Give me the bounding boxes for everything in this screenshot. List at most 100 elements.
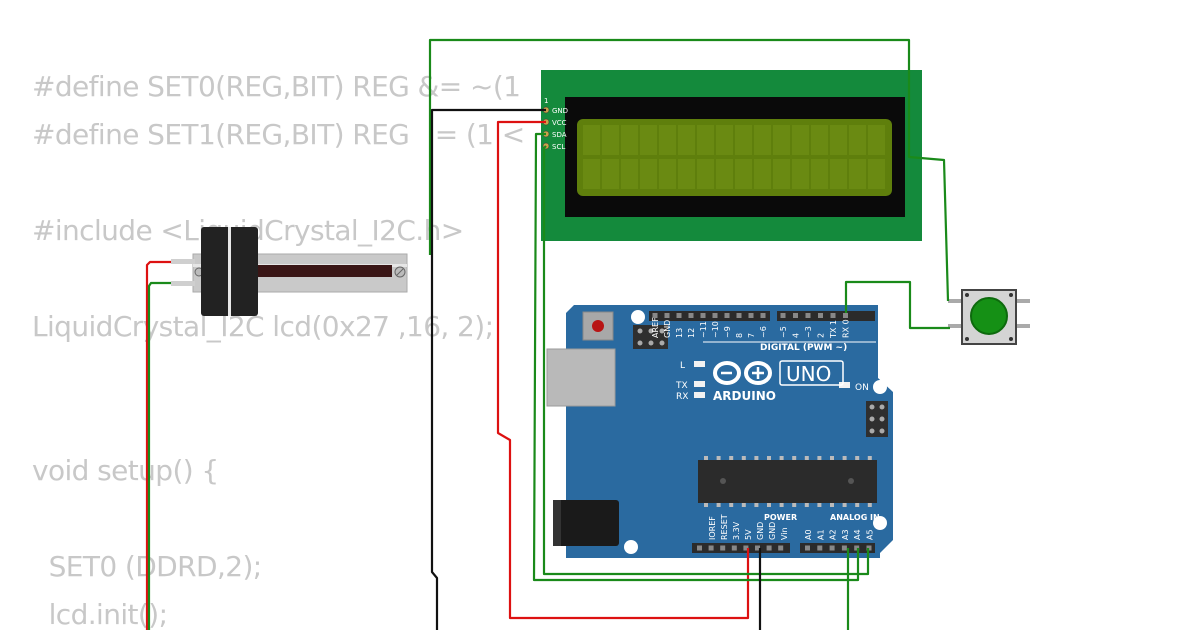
lcd-char-cell	[849, 125, 866, 155]
lcd-char-cell	[678, 159, 695, 189]
digital-pin-label: ~10	[711, 321, 720, 338]
slide-potentiometer[interactable]	[171, 227, 408, 316]
wire-red-pot[interactable]	[145, 260, 171, 630]
digital-pin-hole[interactable]	[736, 313, 742, 318]
digital-pin-hole[interactable]	[760, 313, 766, 318]
digital-pin-label: ~11	[699, 321, 708, 338]
lcd-pin-label-sda: SDA	[552, 131, 567, 139]
led-on	[839, 382, 850, 388]
screw-slot	[396, 268, 404, 276]
analog-pin-label: A1	[816, 529, 825, 540]
digital-pin-hole[interactable]	[805, 313, 811, 318]
mounting-hole	[631, 310, 645, 324]
digital-pin-label: ~9	[723, 326, 732, 338]
power-section-label: POWER	[764, 513, 797, 522]
digital-pin-label: ~3	[804, 326, 813, 338]
lcd-char-cell	[716, 159, 733, 189]
digital-pin-hole[interactable]	[818, 313, 823, 318]
lcd-char-cell	[697, 125, 714, 155]
digital-pin-holes	[652, 313, 848, 318]
digital-pin-hole[interactable]	[700, 313, 706, 318]
wire-red-vcc[interactable]	[496, 120, 750, 620]
digital-pin-label: RX 0	[842, 319, 851, 338]
led-l	[694, 361, 705, 367]
digital-pin-label: GND	[663, 320, 672, 338]
power-header[interactable]	[692, 543, 790, 553]
atmega-chip	[698, 456, 877, 507]
mounting-hole	[624, 540, 638, 554]
code-line-define-set0: #define SET0(REG,BIT) REG &= ~(1	[32, 70, 521, 103]
digital-pin-hole[interactable]	[724, 313, 730, 318]
digital-section-label: DIGITAL (PWM ~)	[760, 343, 847, 353]
power-jack-shell	[553, 500, 561, 546]
reset-button-cap[interactable]	[592, 320, 604, 332]
wire-green-pin2-button[interactable]	[844, 280, 950, 330]
digital-header-right[interactable]	[777, 311, 875, 321]
digital-pin-label: 4	[792, 333, 801, 338]
led-rx	[694, 392, 705, 398]
analog-pin-label: A2	[829, 529, 838, 540]
wire-green-pot[interactable]	[147, 281, 171, 630]
analog-pin-label: A4	[853, 529, 862, 540]
brand-label: ARDUINO	[713, 389, 776, 403]
digital-pin-hole[interactable]	[652, 313, 658, 318]
wire-green-scl[interactable]	[542, 145, 870, 576]
analog-section-label: ANALOG IN	[830, 513, 880, 522]
power-jack	[553, 500, 619, 546]
lcd-char-cell	[583, 159, 600, 189]
wire-green-sda[interactable]	[532, 132, 860, 582]
digital-pin-hole[interactable]	[780, 313, 786, 318]
usb-port	[546, 348, 616, 407]
digital-pin-hole[interactable]	[712, 313, 718, 318]
lcd-pin-marker: 1	[544, 97, 548, 105]
digital-pin-hole[interactable]	[664, 313, 670, 318]
wire-black-gnd[interactable]	[430, 108, 546, 630]
digital-header-left[interactable]	[649, 311, 770, 321]
analog-header[interactable]	[800, 543, 875, 553]
digital-pin-label: 8	[735, 333, 744, 338]
lcd-character-grid	[583, 125, 885, 189]
lcd-char-cell	[621, 125, 638, 155]
digital-pin-hole[interactable]	[748, 313, 754, 318]
power-pin-label: 3.3V	[732, 521, 741, 540]
led-l-label: L	[680, 361, 685, 371]
lcd-char-cell	[659, 125, 676, 155]
digital-pin-hole[interactable]	[676, 313, 682, 318]
digital-pin-label: 12	[687, 328, 696, 338]
analog-pin-label: A5	[866, 529, 875, 540]
lcd-char-cell	[868, 125, 885, 155]
digital-pin-hole[interactable]	[688, 313, 694, 318]
analog-pin-label: A3	[841, 529, 850, 540]
wire-green-lcd-button[interactable]	[907, 70, 950, 302]
lcd-char-cell	[697, 159, 714, 189]
push-button[interactable]	[948, 289, 1030, 345]
slide-pot-pin[interactable]	[171, 281, 195, 286]
lcd-char-cell	[830, 159, 847, 189]
lcd-char-cell	[716, 125, 733, 155]
lcd-char-cell	[792, 125, 809, 155]
digital-pin-hole[interactable]	[843, 313, 848, 318]
power-pin-label: GND	[768, 522, 777, 540]
code-line-setup: void setup() {	[32, 454, 219, 487]
lcd-char-cell	[602, 159, 619, 189]
lcd-module[interactable]: 1 GND VCC SDA SCL	[541, 70, 922, 241]
power-pin-label: IOREF	[708, 516, 717, 540]
arduino-logo-icon	[713, 361, 772, 385]
digital-pin-hole[interactable]	[793, 313, 798, 318]
slide-pot-pin[interactable]	[171, 259, 195, 264]
wires[interactable]	[145, 38, 950, 630]
wire-green-top[interactable]	[428, 38, 911, 255]
button-leg	[1014, 299, 1030, 303]
led-on-label: ON	[855, 383, 869, 393]
digital-pin-hole[interactable]	[830, 313, 836, 318]
lcd-pin-label-gnd: GND	[552, 107, 568, 115]
button-cap[interactable]	[970, 297, 1008, 335]
lcd-pin-label-scl: SCL	[552, 143, 565, 151]
led-tx-label: TX	[675, 381, 688, 391]
lcd-char-cell	[678, 125, 695, 155]
power-pin-label: RESET	[720, 514, 729, 540]
model-label: UNO	[786, 362, 831, 386]
